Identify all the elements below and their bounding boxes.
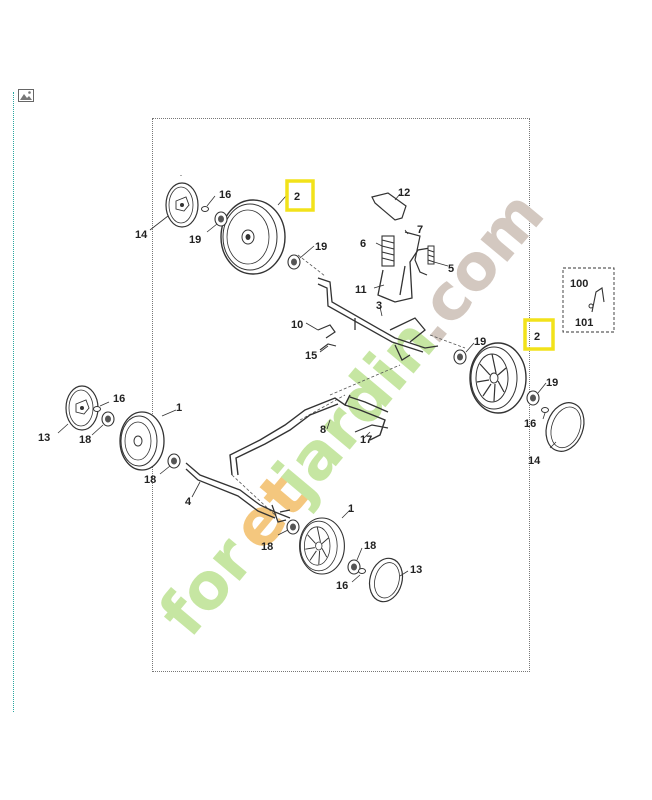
spring	[381, 235, 395, 267]
callout-101[interactable]: 101	[575, 317, 593, 329]
hubcap-14-right	[545, 402, 585, 452]
callout-16[interactable]: 16	[113, 393, 125, 405]
callout-19[interactable]: 19	[546, 377, 558, 389]
callout-14[interactable]: 14	[528, 455, 541, 467]
screw-16d	[358, 568, 366, 574]
callout-7[interactable]: 7	[417, 224, 423, 236]
callout-4[interactable]: 4	[185, 496, 192, 508]
callout-8[interactable]: 8	[320, 424, 326, 436]
callout-3[interactable]: 3	[376, 300, 382, 312]
rear-wheel-left	[220, 199, 286, 275]
highlight-box-2-left	[285, 179, 315, 212]
callout-18[interactable]: 18	[364, 540, 376, 552]
hubcap-13-right	[368, 557, 404, 603]
small-spring	[427, 245, 435, 265]
callout-19[interactable]: 19	[315, 241, 327, 253]
callout-6[interactable]: 6	[360, 238, 366, 250]
front-wheel-left	[119, 411, 165, 471]
callout-18[interactable]: 18	[261, 541, 273, 553]
callout-18[interactable]: 18	[144, 474, 156, 486]
callout-18[interactable]: 18	[79, 434, 91, 446]
bearing-18a	[101, 411, 115, 427]
left-border-rule	[13, 92, 14, 712]
bearing-19c	[453, 349, 467, 365]
callout-13[interactable]: 13	[38, 432, 50, 444]
callout-1[interactable]: 1	[176, 402, 182, 414]
watermark: for et jardin .com	[146, 178, 559, 651]
callout-12[interactable]: 12	[398, 187, 410, 199]
front-axle	[185, 462, 291, 523]
bearing-19b	[287, 254, 301, 270]
callout-labels: 2 2 1 1 3 4 5 6 7 8 10 11 12 13 13 14 14…	[38, 187, 593, 592]
callout-14[interactable]: 14	[135, 229, 148, 241]
pin-15	[319, 343, 337, 351]
rear-axle	[317, 277, 439, 361]
bearing-18c	[286, 519, 300, 535]
callout-13[interactable]: 13	[410, 564, 422, 576]
rod-17	[354, 424, 389, 433]
bearing-19d	[526, 390, 540, 406]
callout-1[interactable]: 1	[348, 503, 354, 515]
highlight-box-2-right	[523, 318, 555, 351]
screw-16a	[201, 206, 209, 212]
callout-10[interactable]: 10	[291, 319, 303, 331]
leader-lines	[57, 175, 557, 583]
callout-17[interactable]: 17	[360, 434, 372, 446]
detail-box	[562, 267, 615, 333]
pin-10	[317, 324, 336, 339]
callout-15[interactable]: 15	[305, 350, 317, 362]
rear-wheel-right	[469, 342, 527, 414]
callout-16[interactable]: 16	[524, 418, 536, 430]
hubcap-14-left	[165, 182, 199, 228]
callout-19[interactable]: 19	[474, 336, 486, 348]
front-axle-frame	[229, 394, 389, 476]
callout-100[interactable]: 100	[570, 278, 588, 290]
front-wheel-right	[299, 517, 345, 575]
callout-19[interactable]: 19	[189, 234, 201, 246]
callout-2[interactable]: 2	[294, 191, 300, 203]
callout-11[interactable]: 11	[355, 284, 367, 296]
callout-5[interactable]: 5	[448, 263, 454, 275]
screw-16b	[93, 406, 101, 412]
height-lever	[377, 247, 431, 303]
callout-16[interactable]: 16	[336, 580, 348, 592]
screw-16c	[541, 407, 549, 413]
callout-2[interactable]: 2	[534, 331, 540, 343]
lever-rod	[404, 231, 428, 276]
image-icon	[18, 89, 34, 102]
handle-grip	[371, 192, 407, 221]
callout-16[interactable]: 16	[219, 189, 231, 201]
